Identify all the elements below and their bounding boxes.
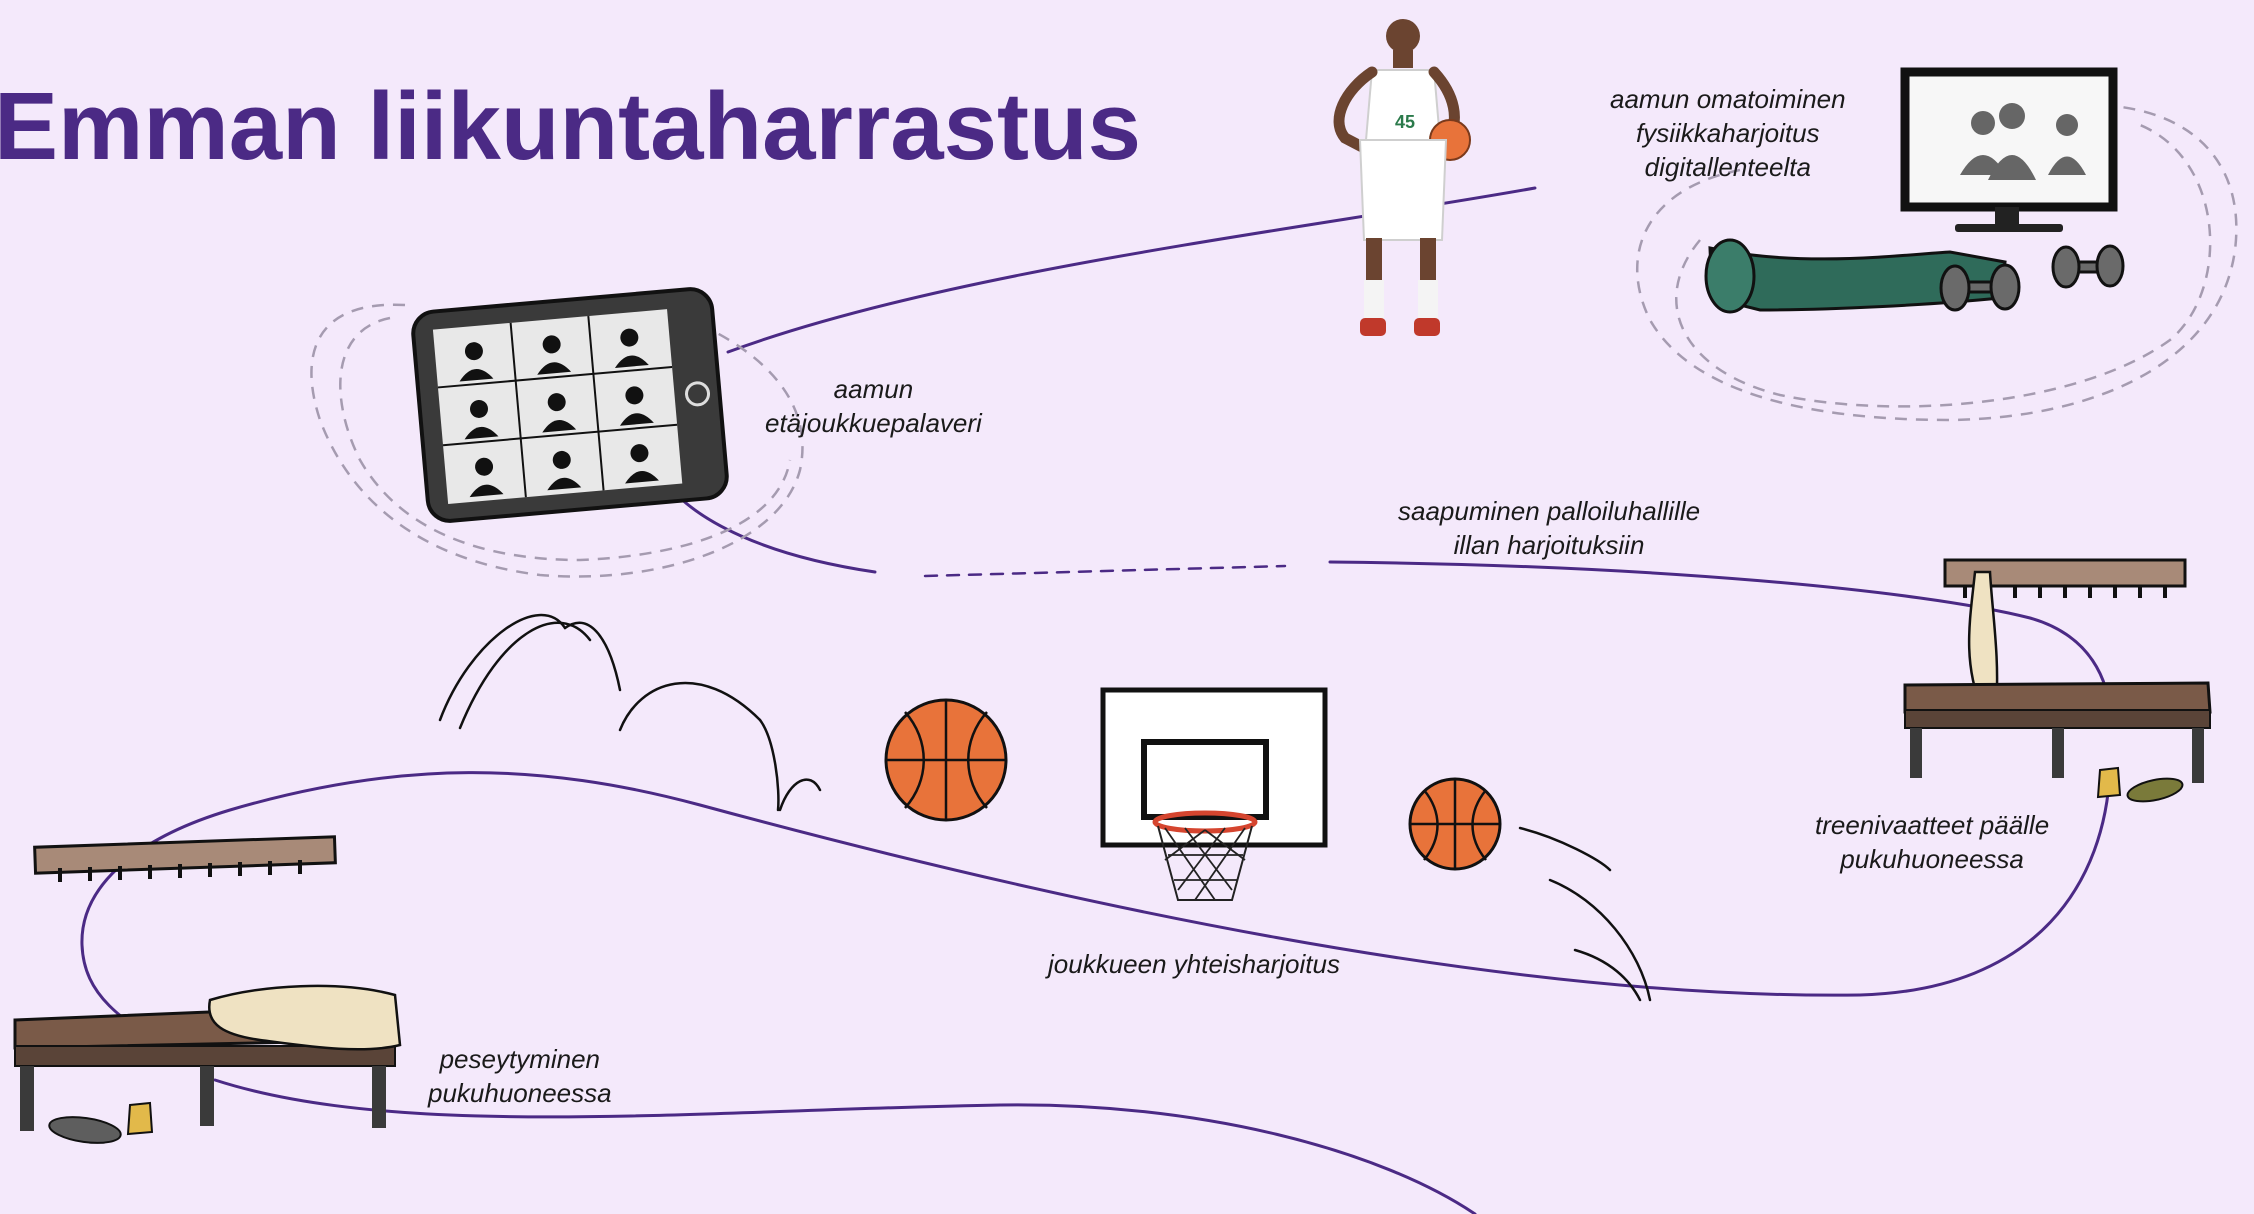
monitor-workout-icon bbox=[1704, 67, 2125, 314]
caption-line: illan harjoituksiin bbox=[1453, 530, 1645, 560]
locker-bench-icon bbox=[1903, 558, 2212, 803]
page-title: Emman liikuntaharrastus bbox=[0, 73, 1142, 180]
caption-line: saapuminen palloiluhallille bbox=[1398, 496, 1701, 526]
step-caption-arrival: saapuminen palloiluhallille illan harjoi… bbox=[1398, 494, 1700, 562]
basketball-player-icon: 45 bbox=[1333, 19, 1471, 336]
ball-bounce-trail bbox=[438, 614, 822, 812]
svg-text:45: 45 bbox=[1395, 112, 1415, 132]
caption-line: pukuhuoneessa bbox=[1840, 844, 2024, 874]
tablet-dashed-loop bbox=[310, 303, 804, 578]
caption-line: aamun omatoiminen bbox=[1610, 84, 1846, 114]
caption-line: fysiikkaharjoitus bbox=[1636, 118, 1820, 148]
bench-towel-icon bbox=[13, 835, 402, 1144]
caption-line: pukuhuoneessa bbox=[428, 1078, 612, 1108]
caption-line: treenivaatteet päälle bbox=[1815, 810, 2050, 840]
tablet-video-call-icon bbox=[411, 287, 729, 523]
basketball-icon bbox=[884, 698, 1008, 822]
step-caption-morning-video-meeting: aamun etäjoukkuepalaveri bbox=[765, 372, 982, 440]
step-caption-team-practice: joukkueen yhteisharjoitus bbox=[1048, 947, 1340, 981]
step-caption-morning-fitness: aamun omatoiminen fysiikkaharjoitus digi… bbox=[1610, 82, 1846, 184]
journey-path bbox=[80, 186, 2112, 1214]
caption-line: aamun bbox=[833, 374, 914, 404]
basketball-icon bbox=[1408, 777, 1502, 871]
caption-line: etäjoukkuepalaveri bbox=[765, 408, 982, 438]
caption-line: peseytyminen bbox=[439, 1044, 601, 1074]
ball-motion-lines bbox=[1518, 826, 1652, 1002]
caption-line: joukkueen yhteisharjoitus bbox=[1048, 949, 1340, 979]
caption-line: digitallenteelta bbox=[1644, 152, 1811, 182]
basketball-hoop-icon bbox=[1100, 687, 1328, 901]
workout-dashed-loop bbox=[1636, 103, 2238, 422]
step-caption-shower: peseytyminen pukuhuoneessa bbox=[428, 1042, 612, 1110]
step-caption-change-clothes: treenivaatteet päälle pukuhuoneessa bbox=[1815, 808, 2049, 876]
